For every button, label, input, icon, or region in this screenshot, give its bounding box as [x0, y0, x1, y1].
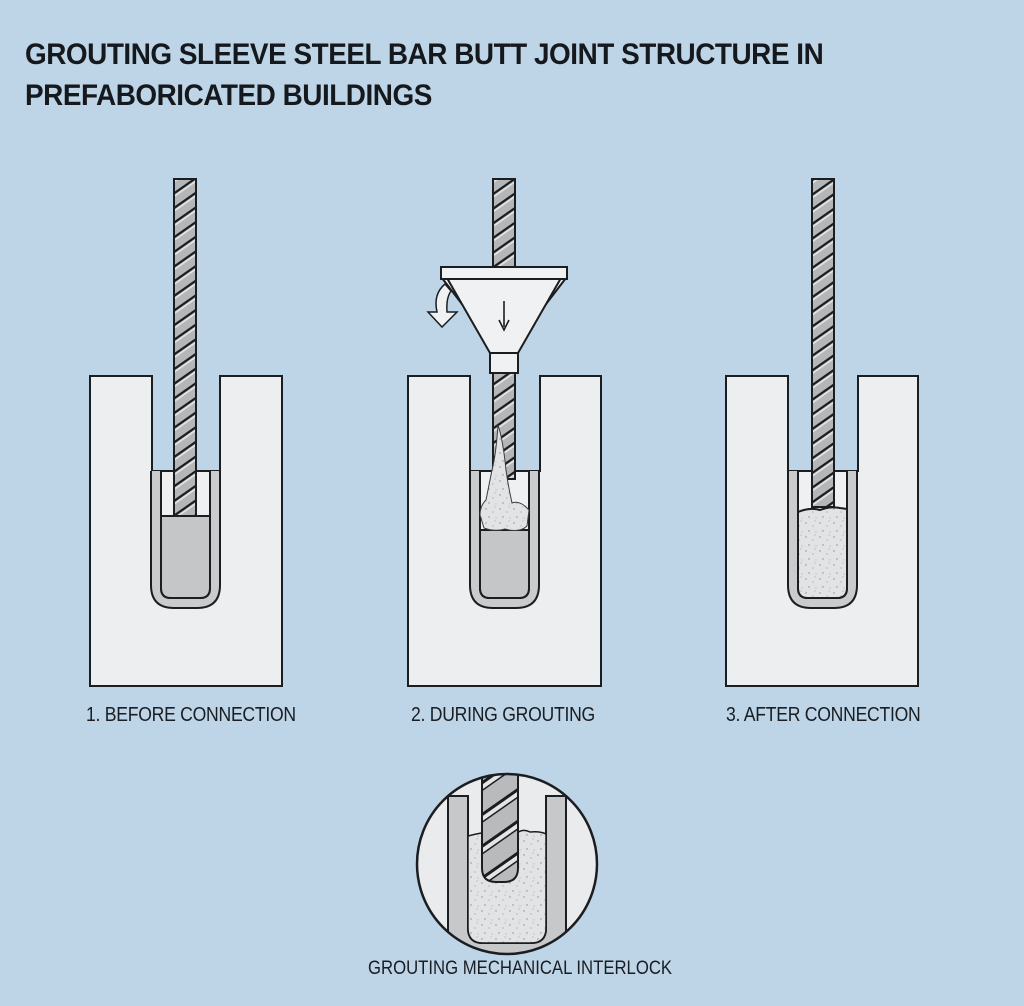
funnel-icon [440, 266, 568, 374]
grout-sleeve-icon [150, 470, 221, 609]
rebar-icon [173, 178, 197, 517]
title-line-2: PREFABORICATED BUILDINGS [25, 79, 432, 112]
grout-flow-icon [479, 424, 530, 531]
magnifier-circle-icon [415, 772, 599, 956]
title-line-1: GROUTING SLEEVE STEEL BAR BUTT JOINT STR… [25, 38, 824, 71]
caption-stage-2: 2. DURING GROUTING [411, 704, 595, 726]
down-arrow-icon [498, 301, 510, 332]
caption-stage-1: 1. BEFORE CONNECTION [86, 704, 296, 726]
stage-during-grouting [400, 170, 630, 700]
detail-caption: GROUTING MECHANICAL INTERLOCK [368, 958, 673, 979]
stage-before-connection [80, 170, 310, 700]
curved-arrow-icon [426, 282, 459, 329]
caption-stage-3: 3. AFTER CONNECTION [726, 704, 921, 726]
detail-magnifier [410, 768, 610, 968]
stage-after-connection [720, 170, 950, 700]
rebar-icon [811, 178, 835, 508]
page-title: GROUTING SLEEVE STEEL BAR BUTT JOINT STR… [25, 34, 918, 116]
